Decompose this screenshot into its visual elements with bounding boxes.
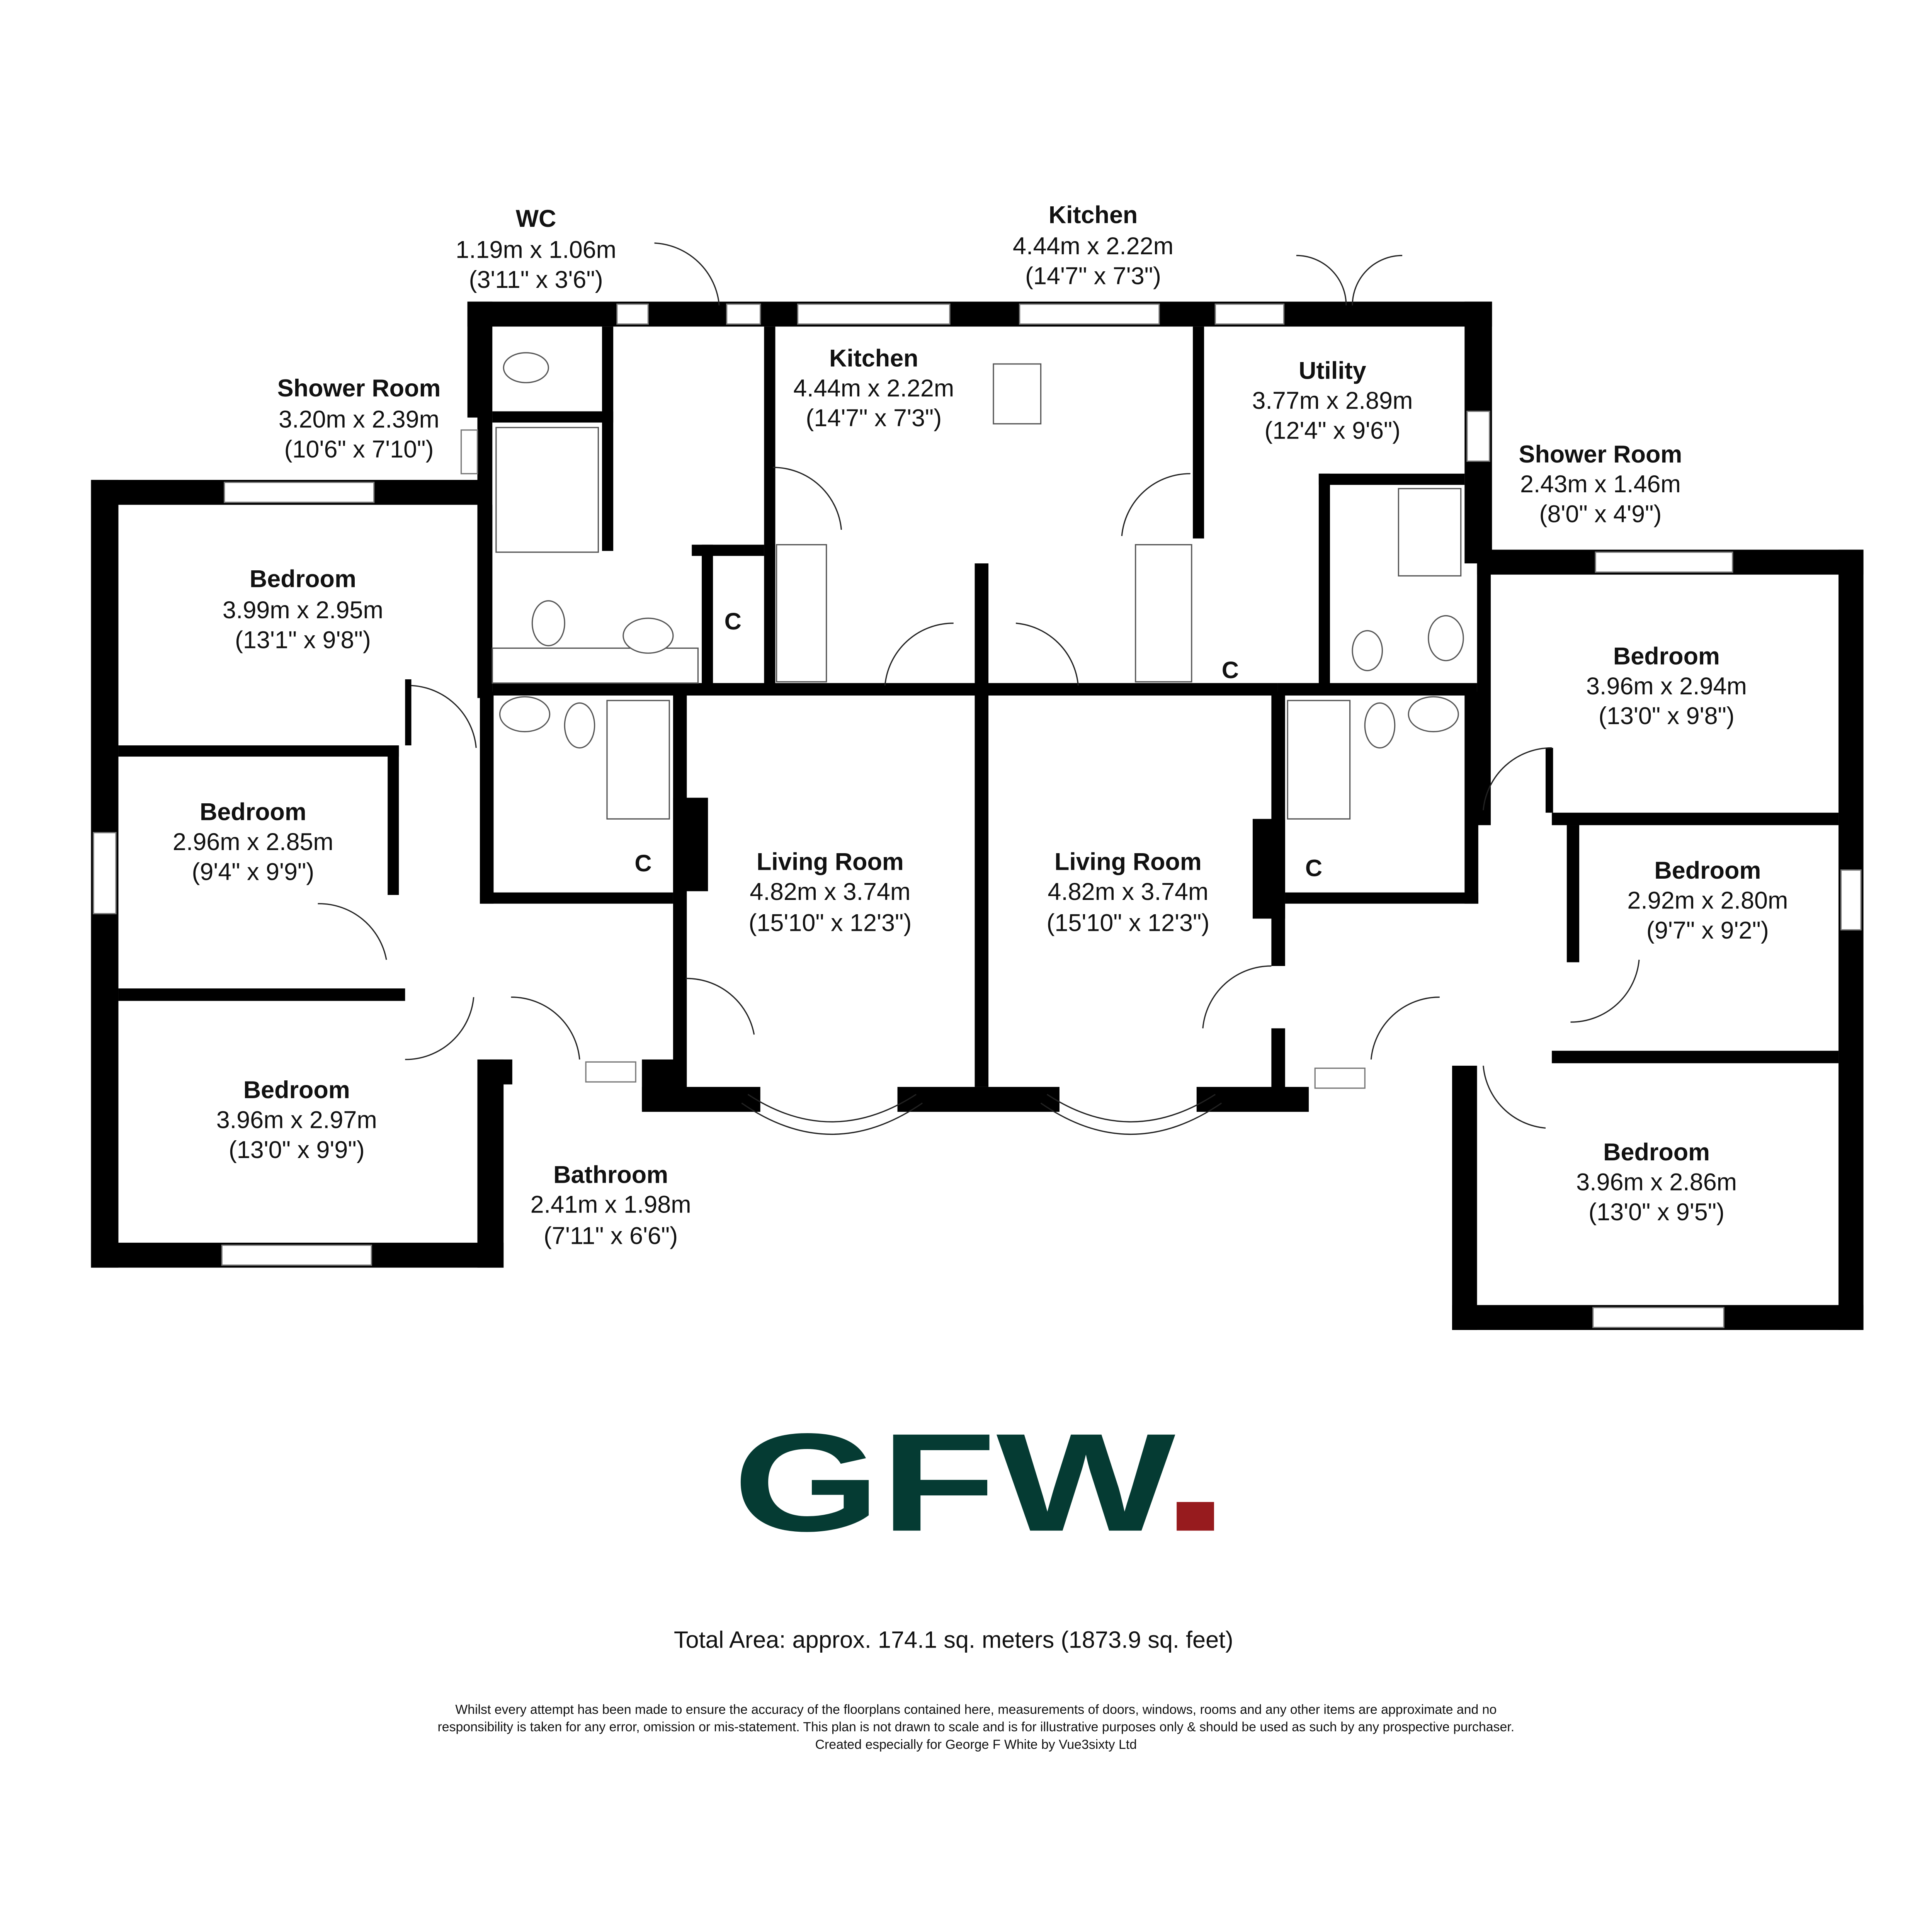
room-labels: WC 1.19m x 1.06m(3'11" x 3'6") Kitchen 4.4… — [173, 201, 1788, 1249]
svg-text:2.41m x 1.98m: 2.41m x 1.98m — [531, 1191, 691, 1218]
svg-text:4.82m x 3.74m: 4.82m x 3.74m — [1048, 878, 1208, 905]
disclaimer-line: Whilst every attempt has been made to en… — [455, 1702, 1497, 1717]
svg-text:(14'7" x 7'3"): (14'7" x 7'3") — [806, 405, 942, 432]
svg-text:Living Room: Living Room — [757, 849, 904, 876]
svg-text:3.20m x 2.39m: 3.20m x 2.39m — [279, 406, 439, 433]
svg-text:3.96m x 2.97m: 3.96m x 2.97m — [216, 1106, 377, 1133]
svg-text:3.99m x 2.95m: 3.99m x 2.95m — [223, 597, 383, 624]
room-wc: WC 1.19m x 1.06m(3'11" x 3'6") — [456, 205, 616, 293]
svg-text:4.44m x 2.22m: 4.44m x 2.22m — [1013, 233, 1173, 260]
logo-dot — [1177, 1502, 1214, 1531]
svg-text:4.44m x 2.22m: 4.44m x 2.22m — [793, 375, 954, 402]
svg-text:Utility: Utility — [1299, 357, 1366, 384]
cupboard-label: C — [634, 850, 651, 876]
room-utility: Utility 3.77m x 2.89m (12'4" x 9'6") — [1252, 357, 1413, 444]
room-bedroom-2: Bedroom 3.96m x 2.94m(13'0" x 9'8") — [1586, 643, 1747, 730]
svg-text:Bedroom: Bedroom — [250, 565, 356, 592]
cupboard-label: C — [724, 608, 742, 634]
room-bathroom: Bathroom 2.41m x 1.98m (7'11" x 6'6") — [531, 1161, 691, 1249]
svg-text:Bathroom: Bathroom — [553, 1161, 668, 1188]
svg-text:Bedroom: Bedroom — [1654, 857, 1761, 884]
svg-text:2.43m x 1.46m: 2.43m x 1.46m — [1520, 471, 1681, 498]
svg-text:Kitchen: Kitchen — [829, 345, 918, 372]
svg-text:WC: WC — [516, 205, 556, 232]
svg-text:(15'10" x 12'3"): (15'10" x 12'3") — [748, 910, 912, 937]
fixtures — [492, 352, 1464, 820]
walls — [91, 301, 1864, 1330]
svg-text:Shower Room: Shower Room — [1519, 441, 1682, 468]
room-kitchen-top: Kitchen 4.44m x 2.22m(14'7" x 7'3") — [1013, 201, 1173, 289]
room-kitchen: Kitchen 4.44m x 2.22m (14'7" x 7'3") — [793, 345, 954, 432]
svg-text:3.96m x 2.94m: 3.96m x 2.94m — [1586, 673, 1747, 700]
svg-text:(15'10" x 12'3"): (15'10" x 12'3") — [1046, 910, 1209, 937]
cupboard-label: C — [1305, 855, 1322, 881]
svg-text:(9'7" x 9'2"): (9'7" x 9'2") — [1646, 917, 1769, 944]
svg-text:Bedroom: Bedroom — [1603, 1139, 1710, 1166]
svg-text:Living Room: Living Room — [1054, 849, 1202, 876]
svg-text:(13'0" x 9'9"): (13'0" x 9'9") — [229, 1136, 365, 1163]
svg-text:Bedroom: Bedroom — [243, 1077, 350, 1104]
svg-text:(9'4" x 9'9"): (9'4" x 9'9") — [192, 858, 314, 885]
room-shower-right: Shower Room 2.43m x 1.46m (8'0" x 4'9") — [1519, 441, 1682, 528]
room-shower-left: Shower Room 3.20m x 2.39m (10'6" x 7'10") — [277, 375, 441, 463]
svg-text:(14'7" x 7'3"): (14'7" x 7'3") — [1025, 262, 1161, 289]
doors — [318, 242, 1640, 1129]
room-bedroom-1: Bedroom 3.99m x 2.95m(13'1" x 9'8") — [223, 565, 383, 653]
svg-text:Bedroom: Bedroom — [1613, 643, 1720, 670]
svg-text:4.82m x 3.74m: 4.82m x 3.74m — [750, 878, 910, 905]
cupboard-label: C — [1222, 657, 1239, 683]
disclaimer-credit: Created especially for George F White by… — [815, 1737, 1137, 1752]
svg-text:(12'4" x 9'6"): (12'4" x 9'6") — [1264, 417, 1400, 444]
svg-text:(8'0" x 4'9"): (8'0" x 4'9") — [1539, 501, 1662, 528]
disclaimer-line: responsibility is taken for any error, o… — [438, 1720, 1515, 1735]
total-area: Total Area: approx. 174.1 sq. meters (18… — [674, 1627, 1233, 1653]
svg-text:1.19m x 1.06m: 1.19m x 1.06m — [456, 236, 616, 264]
windows — [93, 303, 1862, 1328]
svg-text:(13'0" x 9'5"): (13'0" x 9'5") — [1588, 1199, 1725, 1226]
room-bedroom-6: Bedroom 3.96m x 2.86m (13'0" x 9'5") — [1576, 1139, 1737, 1226]
svg-text:2.96m x 2.85m: 2.96m x 2.85m — [173, 828, 333, 855]
svg-text:Bedroom: Bedroom — [200, 799, 306, 826]
svg-text:(3'11" x 3'6"): (3'11" x 3'6") — [469, 266, 603, 293]
svg-text:3.96m x 2.86m: 3.96m x 2.86m — [1576, 1169, 1737, 1196]
svg-text:Shower Room: Shower Room — [277, 375, 441, 402]
gfw-logo: GFW — [733, 1404, 1214, 1560]
svg-text:(7'11" x 6'6"): (7'11" x 6'6") — [544, 1222, 678, 1249]
svg-text:3.77m x 2.89m: 3.77m x 2.89m — [1252, 387, 1413, 414]
room-bedroom-4: Bedroom 2.92m x 2.80m (9'7" x 9'2") — [1627, 857, 1788, 944]
svg-text:(10'6" x 7'10"): (10'6" x 7'10") — [284, 436, 434, 463]
svg-text:(13'1" x 9'8"): (13'1" x 9'8") — [235, 626, 371, 653]
svg-text:Kitchen: Kitchen — [1049, 201, 1138, 228]
svg-text:2.92m x 2.80m: 2.92m x 2.80m — [1627, 887, 1788, 914]
svg-text:(13'0" x 9'8"): (13'0" x 9'8") — [1599, 702, 1735, 730]
svg-text:GFW: GFW — [733, 1404, 1177, 1560]
